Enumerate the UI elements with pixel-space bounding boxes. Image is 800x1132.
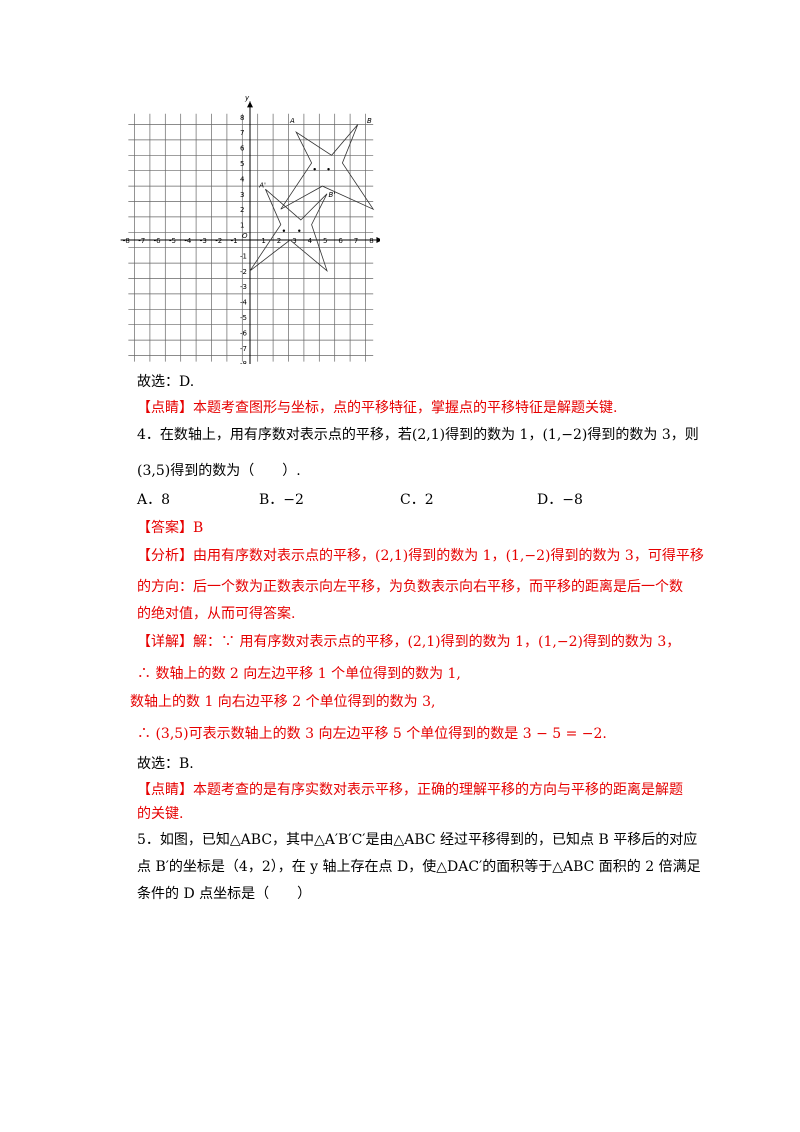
center-dot — [282, 229, 286, 232]
y-tick-label: -5 — [240, 314, 247, 322]
y-tick-label: 3 — [240, 191, 244, 199]
y-tick-label: -2 — [240, 268, 247, 276]
x-tick-label: 3 — [292, 237, 296, 245]
center-dot — [313, 167, 316, 171]
x-tick-label: -3 — [200, 237, 207, 245]
q4-detail-b: 得到的数为 1， — [440, 634, 539, 650]
q4-choice: 故选：B. — [137, 756, 194, 772]
x-tick-label: 1 — [261, 237, 265, 245]
q4-detail-pair1: (2,1) — [407, 634, 441, 650]
point-label-b-prime: B' — [329, 191, 336, 199]
y-tick-label: 2 — [240, 206, 244, 214]
x-tick-label: -1 — [231, 237, 238, 245]
prev-comment: 【点睛】本题考查图形与坐标，点的平移特征，掌握点的平移特征是解题关键. — [137, 400, 618, 416]
y-tick-label: -3 — [240, 283, 247, 291]
q4-analysis-line3: 的绝对值，从而可得答案. — [137, 606, 296, 622]
q4-stem-line1: 4．在数轴上，用有序数对表示点的平移，若(2,1)得到的数为 1，(1,−2)得… — [137, 425, 699, 445]
q4-stem-c: 得到的数为 3，则 — [587, 427, 699, 443]
y-axis-arrow — [247, 101, 253, 108]
q4-detail-4a: ∴ — [137, 726, 151, 742]
x-tick-label: 2 — [277, 237, 281, 245]
x-axis-arrow — [376, 237, 383, 243]
q4-pair3: (3,5) — [137, 463, 171, 479]
q4-detail-pair3: (3,5) — [155, 726, 189, 742]
q5-line3: 条件的 D 点坐标是（ ） — [137, 886, 312, 902]
center-dot — [327, 167, 330, 171]
q4-stem-a: 4．在数轴上，用有序数对表示点的平移，若 — [137, 427, 412, 443]
q4-detail-line3: 数轴上的数 1 向右边平移 2 个单位得到的数为 3, — [130, 694, 436, 710]
x-tick-label: 7 — [354, 237, 358, 245]
prev-choice: 故选：D. — [137, 374, 195, 390]
point-label-a-prime: A' — [258, 182, 266, 190]
q4-option-a: A．8 — [137, 492, 171, 508]
x-tick-label: 4 — [308, 237, 313, 245]
x-tick-label: -7 — [138, 237, 145, 245]
x-tick-label: -8 — [123, 237, 130, 245]
star-original — [280, 124, 375, 211]
y-tick-label: -4 — [240, 299, 248, 307]
y-axis-label: y — [244, 94, 250, 102]
q4-stem-b: 得到的数为 1， — [445, 427, 543, 443]
x-tick-label: -2 — [215, 237, 222, 245]
q4-option-d: D．−8 — [537, 492, 583, 508]
q4-pair2: (1,−2) — [542, 427, 588, 443]
y-tick-label: 8 — [240, 114, 244, 122]
point-label-b: B — [367, 117, 372, 125]
q5-line2: 点 B′的坐标是（4，2），在 y 轴上存在点 D，使△DAC′的面积等于△AB… — [137, 859, 701, 875]
q4-comment-line2: 的关键. — [137, 806, 184, 822]
q4-analysis-c: 得到的数为 3，可得平移 — [550, 548, 704, 564]
origin-label: O — [242, 232, 248, 240]
q4-pair1: (2,1) — [411, 427, 446, 443]
q4-analysis-b: 得到的数为 1， — [408, 548, 506, 564]
q4-analysis-pair1: (2,1) — [375, 548, 409, 564]
q4-option-c: C．2 — [400, 492, 434, 508]
y-tick-label: -6 — [240, 329, 248, 337]
q4-detail-4b: 可表示数轴上的数 3 向左边平移 5 个单位得到的数是 3 − 5 = −2. — [188, 726, 607, 742]
q5-line1: 5．如图，已知△ABC，其中△A′B′C′是由△ABC 经过平移得到的，已知点 … — [137, 832, 698, 848]
q4-detail-line1: 【详解】解：∵ 用有序数对表示点的平移，(2,1)得到的数为 1，(1,−2)得… — [137, 632, 680, 652]
q4-stem-line2: (3,5)得到的数为（ ）. — [137, 461, 301, 481]
y-tick-label: 5 — [240, 160, 244, 168]
x-tick-label: -6 — [154, 237, 162, 245]
y-tick-label: 7 — [240, 129, 244, 137]
y-tick-label: 4 — [240, 175, 245, 183]
q4-answer: 【答案】B — [137, 520, 204, 536]
y-tick-label: -8 — [240, 360, 247, 364]
q4-analysis-line2: 的方向：后一个数为正数表示向左平移，为负数表示向右平移，而平移的距离是后一个数 — [137, 579, 683, 595]
q4-detail-line4: ∴ (3,5)可表示数轴上的数 3 向左边平移 5 个单位得到的数是 3 − 5… — [137, 724, 607, 744]
q4-detail-line2: ∴ 数轴上的数 2 向左边平移 1 个单位得到的数为 1, — [137, 666, 461, 682]
x-tick-label: 8 — [369, 237, 373, 245]
point-label-a: A — [289, 117, 295, 125]
q4-analysis-pair2: (1,−2) — [505, 548, 551, 564]
center-dot — [298, 229, 301, 232]
x-tick-label: 5 — [323, 237, 327, 245]
y-tick-label: -1 — [240, 252, 247, 260]
q4-option-b: B．−2 — [259, 492, 304, 508]
q4-analysis-line1: 【分析】由用有序数对表示点的平移，(2,1)得到的数为 1，(1,−2)得到的数… — [137, 546, 704, 566]
q4-comment-line1: 【点睛】本题考查的是有序实数对表示平移，正确的理解平移的方向与平移的距离是解题 — [137, 782, 683, 798]
y-tick-label: 1 — [240, 222, 244, 230]
star-translated — [249, 188, 328, 273]
q4-detail-pair2: (1,−2) — [538, 634, 583, 650]
q4-analysis-a: 【分析】由用有序数对表示点的平移， — [137, 548, 375, 564]
x-tick-label: 6 — [338, 237, 343, 245]
x-tick-label: -5 — [169, 237, 176, 245]
q4-detail-a: 【详解】解：∵ 用有序数对表示点的平移， — [137, 634, 408, 650]
y-tick-label: -7 — [240, 345, 247, 353]
x-tick-label: -4 — [184, 237, 192, 245]
y-tick-label: 6 — [240, 145, 245, 153]
q4-stem-2: 得到的数为（ ）. — [170, 463, 301, 479]
q4-detail-c: 得到的数为 3， — [582, 634, 681, 650]
